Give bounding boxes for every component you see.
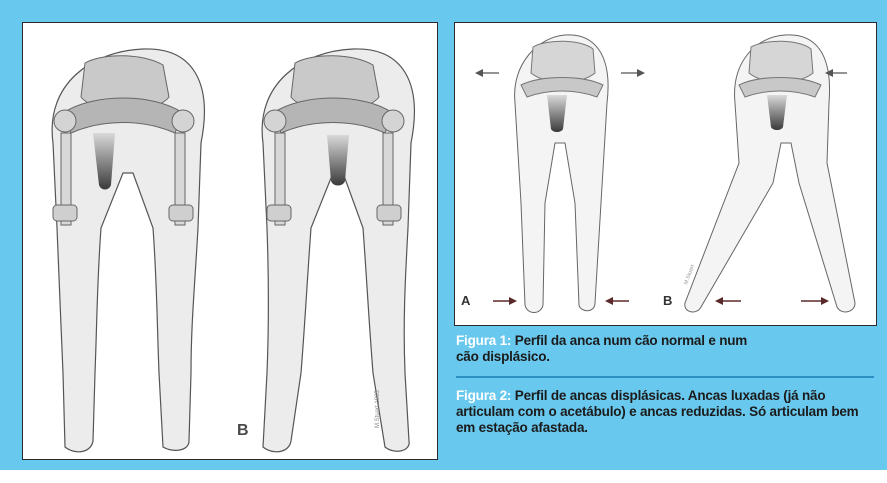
figure-1-label: Figura 1: xyxy=(456,333,511,348)
figure-2-illustration: B M.Stuart 1985 xyxy=(22,22,438,460)
dog-hindquarters-b xyxy=(262,49,414,452)
arrow-right-top xyxy=(621,69,645,77)
arrow-out-left-b xyxy=(715,297,741,305)
arrow-out-right-b xyxy=(801,297,829,305)
figure-2-label: Figura 2: xyxy=(456,388,511,403)
arrow-left-top xyxy=(475,69,499,77)
figure-letter-b: B xyxy=(237,422,249,439)
arrow-in-right-a xyxy=(605,297,629,305)
arrow-in-left-a xyxy=(493,297,517,305)
dog-hindquarters-a xyxy=(52,49,204,452)
figure-1-illustration: A B M.Stuart xyxy=(454,22,877,326)
illustrator-signature: M.Stuart 1985 xyxy=(375,390,381,428)
caption-divider xyxy=(456,376,874,378)
dog-normal-a xyxy=(515,35,608,313)
figure-letter-b: B xyxy=(663,293,672,308)
dog-dysplastic-b xyxy=(685,35,855,312)
figure-1-caption: Figura 1: Perfil da anca num cão normal … xyxy=(456,333,756,365)
figure-2-caption: Figura 2: Perfil de ancas displásicas. A… xyxy=(456,388,876,436)
figure-2-text: Perfil de ancas displásicas. Ancas luxad… xyxy=(456,388,859,435)
figure-letter-a: A xyxy=(461,293,471,308)
